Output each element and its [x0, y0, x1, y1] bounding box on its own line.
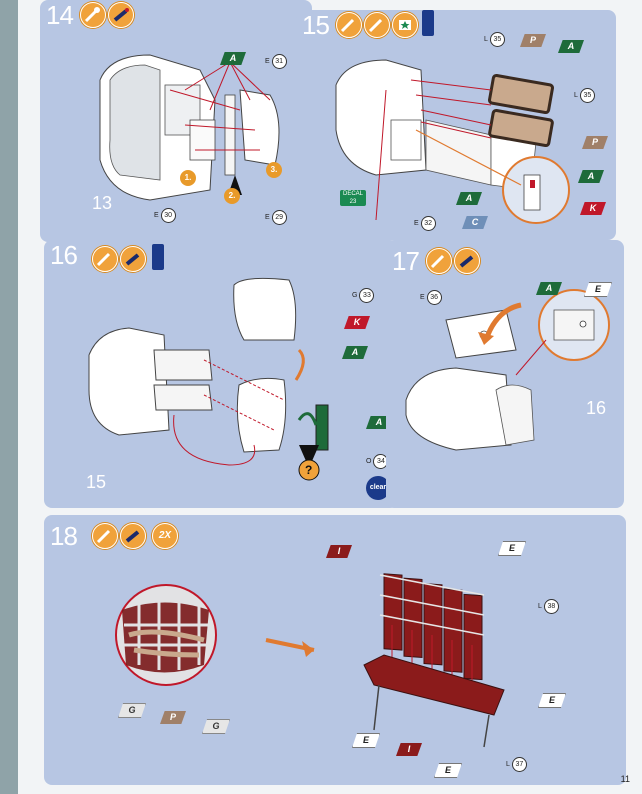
glue-tube-icon — [120, 246, 146, 272]
tag-p: P — [160, 711, 186, 724]
tag-a: A — [558, 40, 584, 53]
tag-a: A — [578, 170, 604, 183]
step-15-number: 15 — [302, 10, 330, 40]
tag-k: K — [344, 316, 370, 329]
tag-a: A — [342, 346, 368, 359]
seq-1: 1. — [180, 170, 196, 186]
paint-brush-icon — [80, 2, 106, 28]
tag-a: A — [456, 192, 482, 205]
step-16-number: 16 — [50, 240, 78, 270]
paint-brush-icon — [336, 12, 362, 38]
tag-k: K — [580, 202, 606, 215]
glue-tube-icon — [120, 523, 146, 549]
step-15-drawing — [335, 59, 570, 224]
paint-brush-icon — [364, 12, 390, 38]
tag-a: A — [220, 52, 246, 65]
seq-3: 3. — [266, 162, 282, 178]
decal-icon — [392, 12, 418, 38]
assembly-15: 15 — [86, 472, 107, 492]
step-14-drawing — [99, 54, 280, 201]
page-number: 11 — [620, 774, 630, 784]
step-16-drawing: ? — [88, 277, 329, 481]
step-18-number: 18 — [50, 521, 78, 551]
paint-brush-icon — [426, 248, 452, 274]
step-18-drawing — [115, 573, 505, 748]
step-14-number: 14 — [46, 0, 74, 30]
tag-p: P — [582, 136, 608, 149]
svg-text:?: ? — [305, 463, 312, 477]
clear-paint-icon — [152, 244, 164, 270]
step-18-panel: 18 2X — [44, 515, 626, 785]
paint-brush-icon — [92, 523, 118, 549]
step-17-number: 17 — [392, 246, 420, 276]
multiplier-badge: 2X — [152, 523, 178, 549]
assembly-16: 16 — [586, 398, 607, 418]
tag-a: A — [536, 282, 562, 295]
tag-a: A — [366, 416, 392, 429]
tag-p: P — [520, 34, 546, 47]
tag-i: I — [396, 743, 422, 756]
glue-tube-icon — [454, 248, 480, 274]
assembly-13: 13 — [92, 193, 113, 213]
seq-2: 2. — [224, 188, 240, 204]
clear-paint-icon — [422, 10, 434, 36]
tag-c: C — [462, 216, 488, 229]
paint-brush-icon — [92, 246, 118, 272]
glue-tube-icon — [108, 2, 134, 28]
tag-i: I — [326, 545, 352, 558]
step-17-drawing — [405, 289, 610, 451]
